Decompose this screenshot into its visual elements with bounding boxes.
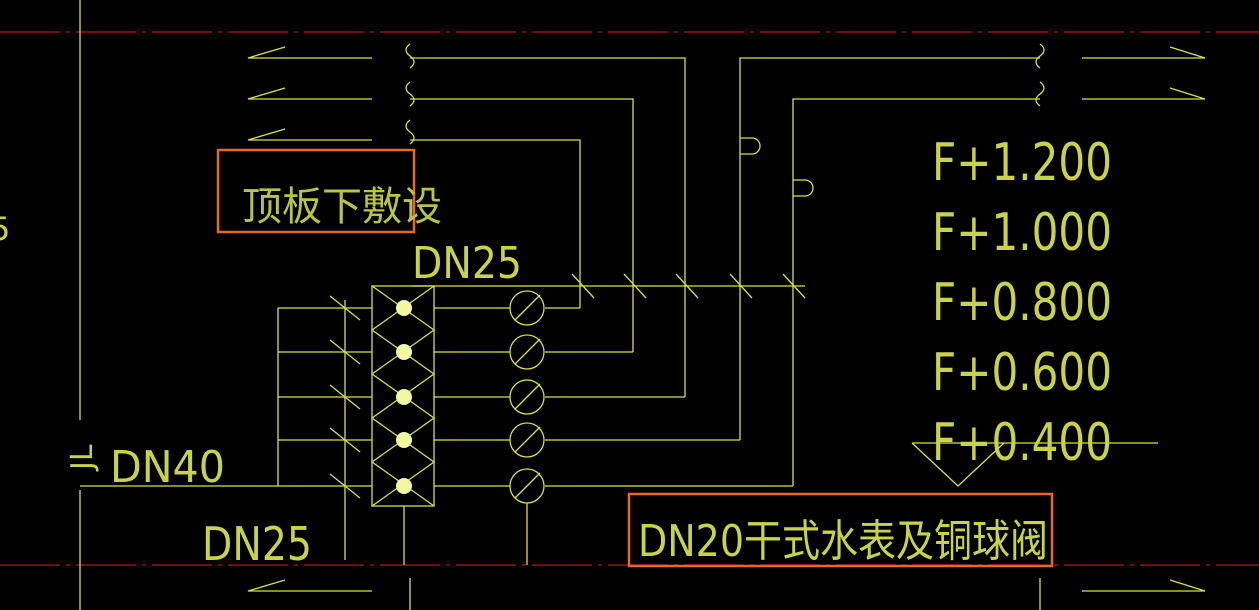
elevation-label: F+1.200 [932, 133, 1112, 193]
top-right-arrows [1082, 46, 1206, 100]
riser-hook-1 [740, 137, 761, 155]
side-mark-label: 5 [0, 210, 10, 248]
ceiling-note-label: 顶板下敷设 [242, 184, 442, 230]
elevation-label: F+0.600 [932, 343, 1112, 403]
elevation-label: F+1.000 [932, 203, 1112, 263]
top-left-arrows [247, 46, 372, 141]
meter-note-label: DN20干式水表及铜球阀 [638, 516, 1048, 567]
highlight-boxes [216, 148, 1054, 568]
valve-dots [396, 300, 412, 494]
pipe-mark-label: JL [65, 444, 100, 472]
pipe-tick-marks [571, 273, 806, 299]
elevation-label: F+0.400 [932, 413, 1112, 473]
ball-valve-bank [370, 285, 510, 565]
elevation-label: F+0.800 [932, 273, 1112, 333]
dn40-label: DN40 [110, 442, 225, 493]
break-mark-right [1035, 43, 1045, 107]
riser-hook-2 [793, 179, 814, 197]
break-mark-left [405, 43, 415, 145]
water-meters [509, 290, 545, 565]
manifold-lines [80, 295, 372, 560]
dn25-bottom-label: DN25 [202, 517, 312, 571]
dn25-top-label: DN25 [412, 238, 522, 289]
elevation-marker [911, 442, 1158, 487]
bottom-arrows [247, 579, 1206, 592]
